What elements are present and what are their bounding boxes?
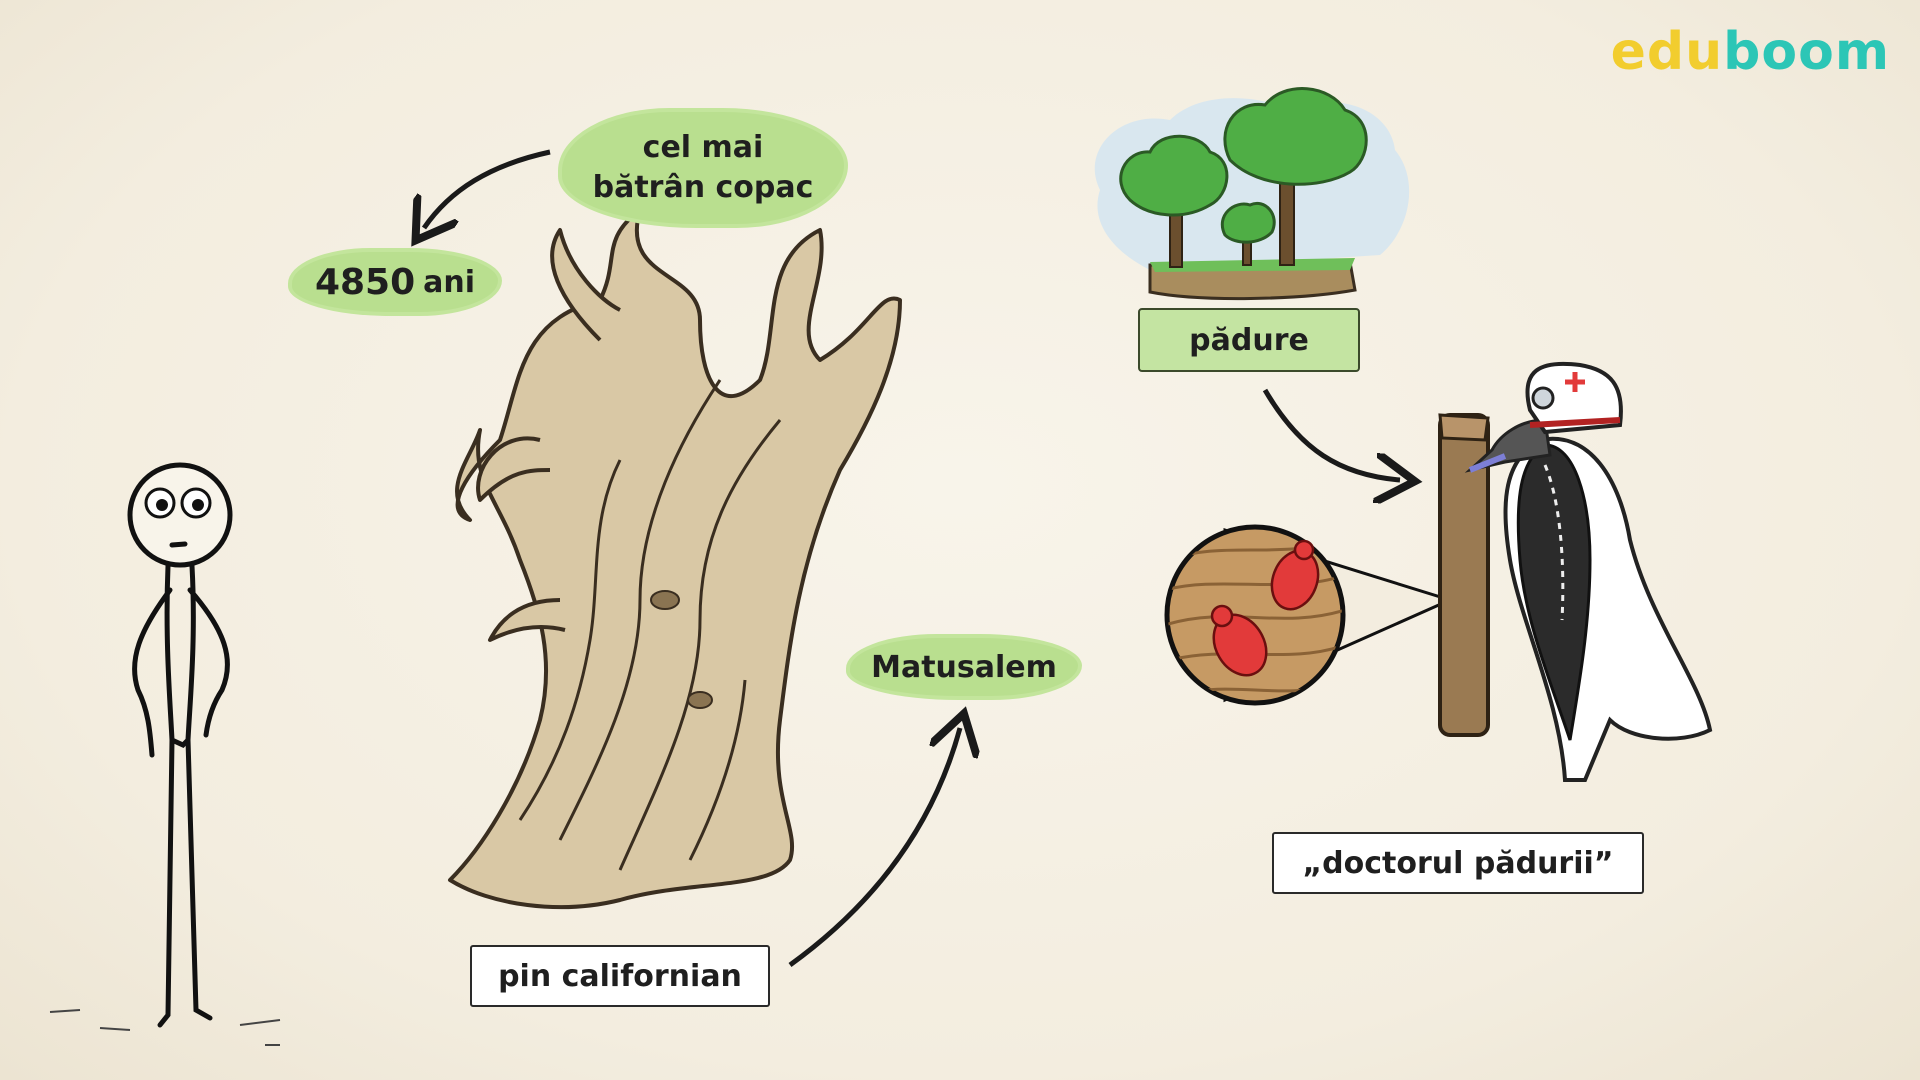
label-doctorul-padurii: „doctorul pădurii” bbox=[1272, 832, 1644, 894]
arrow-to-matusalem bbox=[790, 728, 960, 965]
woodpecker-doctor bbox=[1440, 364, 1710, 780]
label-matusalem: Matusalem bbox=[850, 638, 1078, 696]
arrow-to-age bbox=[424, 152, 550, 228]
label-oldest-tree-line2: bătrân copac bbox=[593, 168, 814, 208]
age-number: 4850 bbox=[315, 262, 415, 303]
bark-beetles-magnifier bbox=[1165, 527, 1450, 703]
forest-illustration bbox=[1095, 89, 1409, 299]
label-pin-californian: pin californian bbox=[470, 945, 770, 1007]
age-unit: ani bbox=[423, 265, 475, 300]
label-padure: pădure bbox=[1138, 308, 1360, 372]
label-oldest-tree-line1: cel mai bbox=[643, 128, 764, 168]
label-age: 4850 ani bbox=[292, 252, 498, 312]
label-oldest-tree: cel mai bătrân copac bbox=[562, 112, 844, 224]
arrow-to-woodpecker bbox=[1265, 390, 1400, 480]
stick-figure bbox=[130, 465, 230, 1025]
bristlecone-pine-tree bbox=[450, 210, 900, 907]
